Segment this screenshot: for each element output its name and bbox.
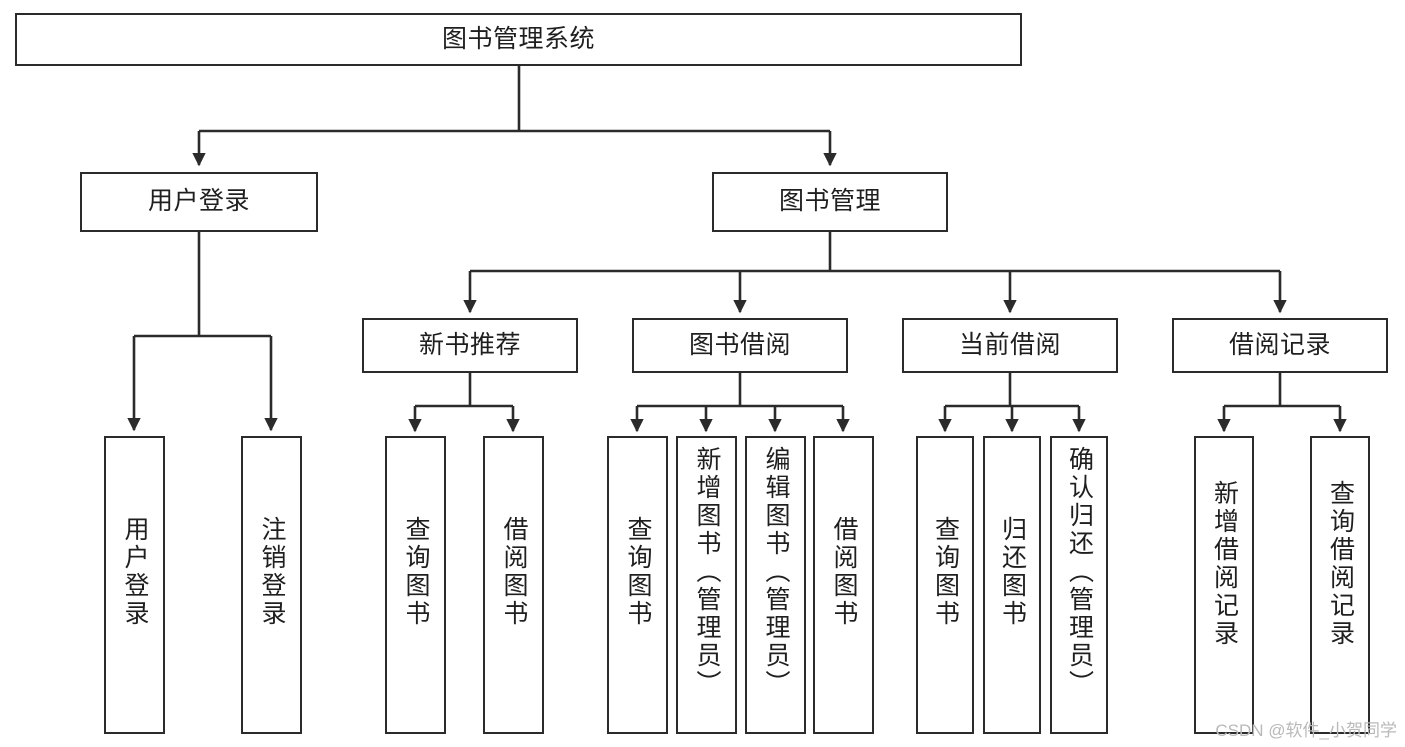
node-leaf-query-book-1[interactable]: 查询图书 (385, 436, 446, 734)
node-leaf-borrow-book-1[interactable]: 借阅图书 (483, 436, 544, 734)
node-leaf-query-book-1-label: 查询图书 (402, 516, 430, 628)
node-leaf-return-book-label: 归还图书 (998, 516, 1027, 628)
node-root-label: 图书管理系统 (441, 24, 595, 53)
node-new-book-recommend-label: 新书推荐 (418, 330, 521, 359)
node-leaf-query-book-3[interactable]: 查询图书 (916, 436, 974, 734)
node-leaf-borrow-book-2-label: 借阅图书 (830, 516, 858, 628)
node-current-borrow-label: 当前借阅 (958, 330, 1061, 359)
node-new-book-recommend[interactable]: 新书推荐 (362, 318, 578, 373)
node-book-borrow-label: 图书借阅 (688, 330, 791, 359)
node-leaf-confirm-return-label: 确认归还（管理员） (1065, 446, 1094, 698)
node-leaf-query-record[interactable]: 查询借阅记录 (1310, 436, 1370, 734)
node-leaf-edit-book-label: 编辑图书（管理员） (762, 446, 790, 698)
node-leaf-borrow-book-1-label: 借阅图书 (500, 516, 528, 628)
node-leaf-query-book-3-label: 查询图书 (931, 516, 960, 628)
csdn-watermark: CSDN @软件_小贺同学 (1215, 721, 1397, 740)
node-borrow-record-label: 借阅记录 (1228, 330, 1331, 359)
node-current-borrow[interactable]: 当前借阅 (902, 318, 1118, 373)
node-leaf-user-login-label: 用户登录 (121, 516, 149, 628)
node-leaf-return-book[interactable]: 归还图书 (983, 436, 1041, 734)
node-root[interactable]: 图书管理系统 (15, 13, 1022, 66)
node-leaf-user-login[interactable]: 用户登录 (104, 436, 165, 734)
node-book-manage[interactable]: 图书管理 (712, 172, 948, 232)
node-leaf-add-record[interactable]: 新增借阅记录 (1194, 436, 1254, 734)
node-leaf-add-record-label: 新增借阅记录 (1210, 480, 1239, 648)
node-leaf-borrow-book-2[interactable]: 借阅图书 (813, 436, 874, 734)
node-leaf-add-book[interactable]: 新增图书（管理员） (676, 436, 737, 734)
node-leaf-logout-label: 注销登录 (258, 516, 286, 628)
node-leaf-add-book-label: 新增图书（管理员） (693, 446, 721, 698)
node-leaf-query-book-2-label: 查询图书 (624, 516, 652, 628)
node-book-borrow[interactable]: 图书借阅 (632, 318, 848, 373)
node-user-login[interactable]: 用户登录 (80, 172, 318, 232)
node-leaf-logout[interactable]: 注销登录 (241, 436, 302, 734)
node-leaf-edit-book[interactable]: 编辑图书（管理员） (745, 436, 806, 734)
node-leaf-confirm-return[interactable]: 确认归还（管理员） (1050, 436, 1108, 734)
node-leaf-query-record-label: 查询借阅记录 (1326, 480, 1355, 648)
node-book-manage-label: 图书管理 (778, 187, 881, 216)
node-leaf-query-book-2[interactable]: 查询图书 (607, 436, 668, 734)
node-borrow-record[interactable]: 借阅记录 (1172, 318, 1388, 373)
node-user-login-label: 用户登录 (147, 187, 250, 216)
